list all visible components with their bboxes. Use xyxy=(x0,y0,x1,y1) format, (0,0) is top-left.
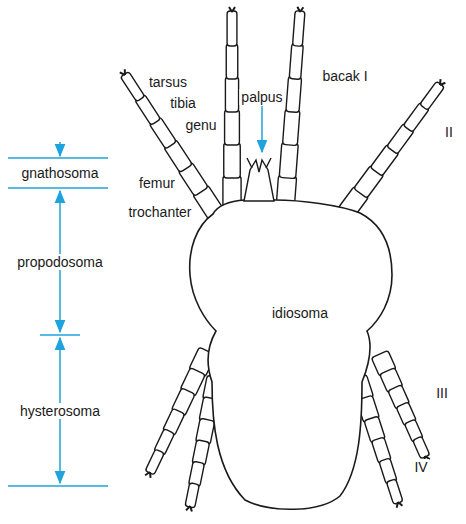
claw xyxy=(440,79,445,85)
leg-segment xyxy=(225,110,240,145)
claw xyxy=(186,506,192,511)
body-region-brackets xyxy=(8,106,262,486)
claw xyxy=(229,7,235,12)
leg-segment xyxy=(145,449,164,475)
leg-segment xyxy=(413,436,430,459)
leg-segment xyxy=(226,44,238,79)
part-label: tarsus xyxy=(147,74,189,90)
leg-segment xyxy=(289,44,303,80)
claw xyxy=(397,502,403,508)
leg-segment xyxy=(227,11,237,46)
region-label: gnathosoma xyxy=(19,165,100,181)
leg-segment xyxy=(120,71,144,101)
leg-number: IV xyxy=(412,459,429,475)
leg-number: II xyxy=(443,124,455,140)
part-label: femur xyxy=(137,175,177,191)
part-label: palpus xyxy=(239,89,284,105)
leg-segment xyxy=(283,109,300,145)
claw xyxy=(120,69,125,75)
leg xyxy=(337,79,445,220)
idiosoma-outline xyxy=(190,200,392,509)
leg-segment xyxy=(185,483,199,508)
leg-segment xyxy=(225,77,238,112)
leg-segment xyxy=(279,142,298,178)
leg xyxy=(223,7,241,211)
part-label: tibia xyxy=(168,95,198,111)
gnathosoma-mouthparts xyxy=(244,158,274,201)
legs xyxy=(120,7,446,512)
region-label: hysterosoma xyxy=(18,403,102,419)
leg-number: bacak I xyxy=(320,68,369,84)
leg-segment xyxy=(386,479,403,505)
leg xyxy=(276,7,305,212)
part-label: trochanter xyxy=(126,204,193,220)
claw xyxy=(297,7,303,12)
leg-segment xyxy=(293,11,305,47)
leg xyxy=(120,69,224,220)
leg-number: III xyxy=(434,385,450,401)
region-label: propodosoma xyxy=(15,254,105,270)
leg-segment xyxy=(224,143,241,178)
part-label: genu xyxy=(183,117,218,133)
region-label: idiosoma xyxy=(270,305,330,321)
leg-segment xyxy=(286,77,302,113)
claw xyxy=(145,472,150,478)
